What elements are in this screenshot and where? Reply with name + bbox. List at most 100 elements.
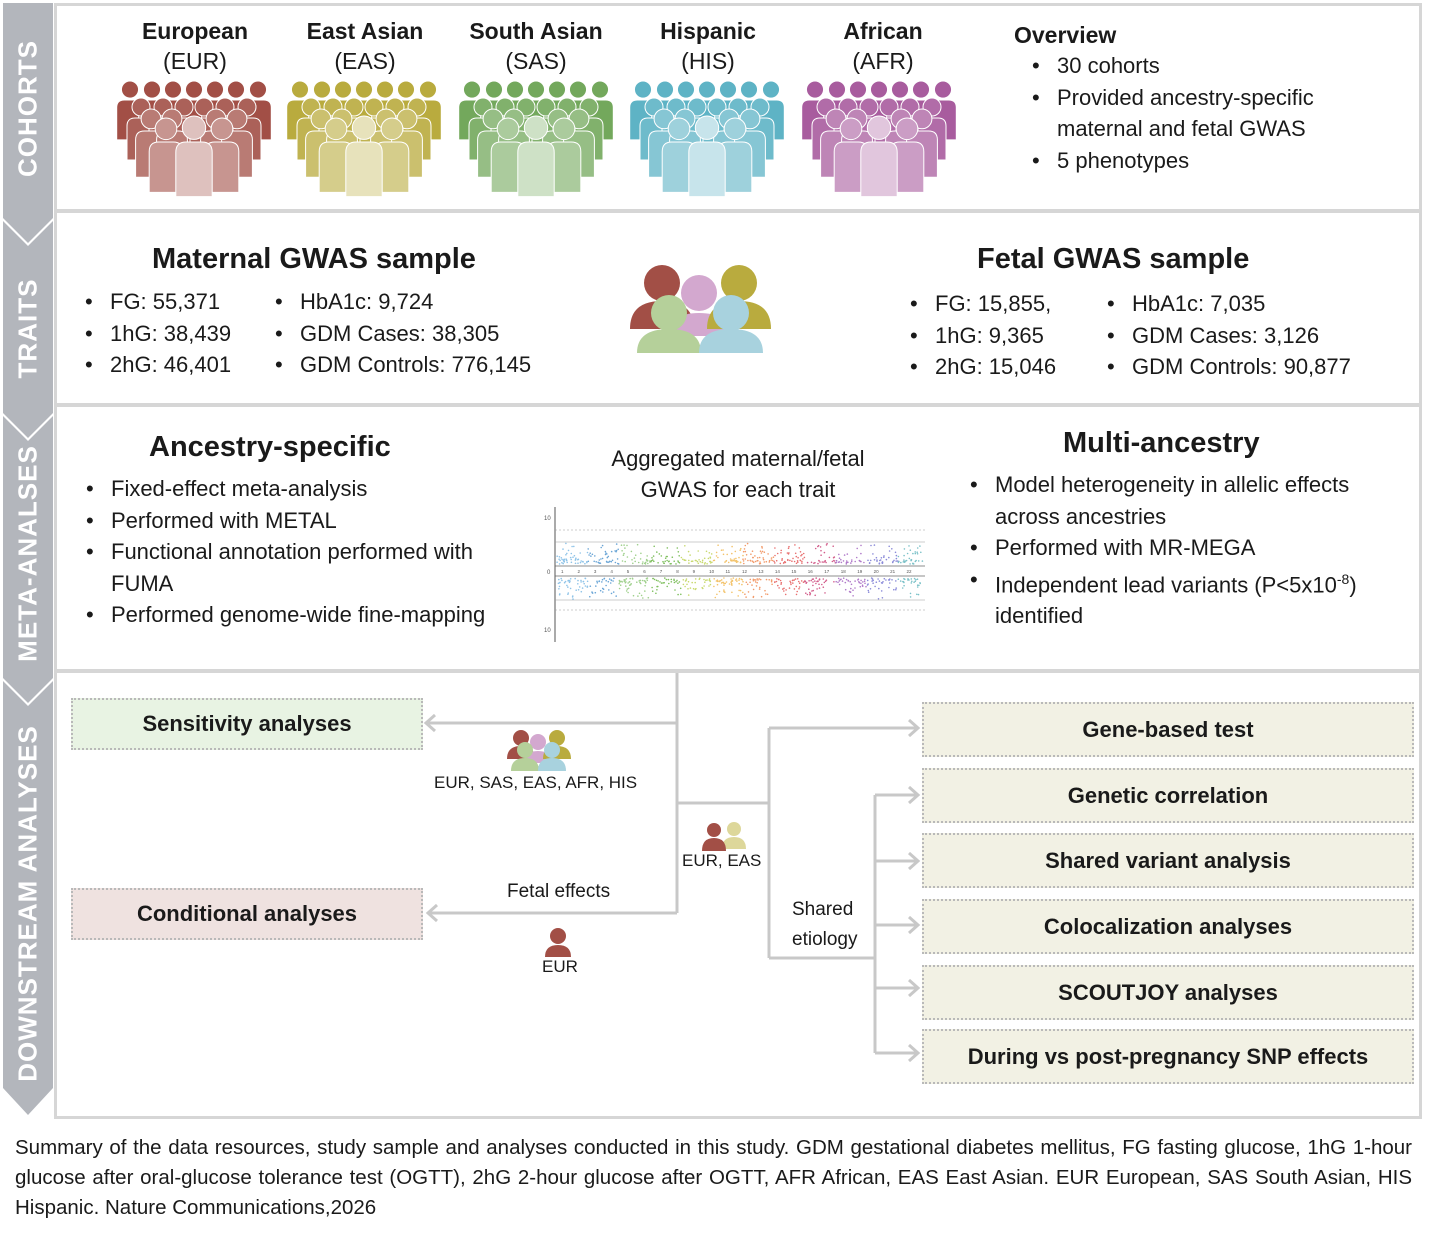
chromosome-label: 9	[693, 569, 696, 574]
person-icon	[204, 117, 240, 193]
label-fetal-effects: Fetal effects	[507, 881, 611, 902]
label-shared-etiology: Shared etiology	[792, 895, 858, 955]
person-icon	[318, 117, 354, 193]
multi-ancestry-title: Multi-ancestry	[1063, 427, 1260, 459]
traits-panel: Maternal GWAS sample FG: 55,371 1hG: 38,…	[54, 210, 1422, 406]
label-all-ancestries: EUR, SAS, EAS, AFR, HIS	[434, 773, 638, 792]
maternal-stat: 2hG: 46,401	[85, 349, 231, 381]
chromosome-label: 4	[610, 569, 613, 574]
sidebar-chevron-traits	[3, 221, 53, 438]
cohort-name: East Asian	[306, 18, 424, 44]
overview-item: Provided ancestry-specific maternal and …	[1032, 82, 1357, 145]
cohort-name: South Asian	[469, 18, 603, 44]
cohort-code: (AFR)	[852, 48, 914, 74]
person-icon	[490, 117, 526, 193]
overview-item: 30 cohorts	[1032, 50, 1414, 82]
chromosome-label: 11	[726, 569, 731, 574]
chromosome-label: 17	[824, 569, 830, 574]
sensitivity-analyses-box: Sensitivity analyses	[71, 698, 423, 750]
chromosome-label: 8	[676, 569, 679, 574]
chromosome-label: 10	[709, 569, 715, 574]
maternal-stat: FG: 55,371	[85, 286, 231, 318]
ancestry-item: Fixed-effect meta-analysis	[86, 473, 526, 505]
chromosome-label: 15	[791, 569, 797, 574]
chromosome-label: 5	[627, 569, 630, 574]
person-icon	[860, 115, 898, 198]
ancestry-item: Performed with METAL	[86, 505, 526, 537]
mixed-people-icon	[630, 265, 771, 353]
crowd-icon	[801, 80, 957, 198]
chromosome-label: 13	[759, 569, 765, 574]
cohort-code: (EAS)	[334, 48, 396, 74]
overview-block: Overview 30 cohorts Provided ancestry-sp…	[1014, 20, 1414, 176]
cohort-european: European (EUR)	[120, 16, 270, 76]
flow-connectors	[423, 673, 921, 1063]
crowd-icon	[629, 80, 785, 198]
sidebar-label-downstream: DOWNSTREAM ANALYSES	[12, 725, 43, 1082]
fetal-stat: HbA1c: 7,035	[1107, 288, 1351, 320]
mixed-group-icon	[507, 730, 571, 771]
maternal-stat: HbA1c: 9,724	[275, 286, 531, 318]
chromosome-label: 7	[660, 569, 663, 574]
sidebar-label-meta-analyses: META-ANALSES	[12, 445, 43, 662]
ancestry-specific-list: Fixed-effect meta-analysis Performed wit…	[86, 473, 526, 631]
cohort-groups: European (EUR) East Asian (EAS) South As…	[57, 6, 1419, 209]
fetal-col1: FG: 15,855, 1hG: 9,365 2hG: 15,046	[910, 288, 1056, 383]
multi-item-text: Independent lead variants (P<5x10	[995, 571, 1337, 597]
chromosome-label: 16	[808, 569, 814, 574]
scoutjoy-analyses-box: SCOUTJOY analyses	[922, 965, 1414, 1020]
chromosome-label: 20	[874, 569, 880, 574]
overview-list: 30 cohorts Provided ancestry-specific ma…	[1032, 50, 1414, 176]
axis-tick-top: 10	[544, 516, 551, 522]
multi-ancestry-list: Model heterogeneity in allelic effects a…	[970, 469, 1410, 632]
person-icon	[175, 115, 213, 198]
cohort-code: (SAS)	[505, 48, 567, 74]
person-icon	[661, 117, 697, 193]
overview-item: 5 phenotypes	[1032, 145, 1414, 177]
maternal-stat: GDM Cases: 38,305	[275, 318, 531, 350]
person-icon	[517, 115, 555, 198]
axis-tick-mid: 0	[547, 570, 551, 576]
crowd-icon	[116, 80, 272, 198]
cohort-name: European	[141, 18, 249, 44]
chromosome-label: 21	[890, 569, 896, 574]
eur-icon	[545, 928, 571, 957]
fetal-stat: GDM Cases: 3,126	[1107, 320, 1351, 352]
ancestry-specific-title: Ancestry-specific	[149, 431, 391, 463]
cohorts-panel: European (EUR) East Asian (EAS) South As…	[54, 3, 1422, 212]
maternal-title: Maternal GWAS sample	[152, 243, 476, 275]
fetal-col2: HbA1c: 7,035 GDM Cases: 3,126 GDM Contro…	[1107, 288, 1351, 383]
chromosome-label: 22	[907, 569, 913, 574]
multi-item-text: identified	[995, 603, 1084, 629]
axis-tick-bottom: 10	[544, 628, 551, 634]
maternal-col2: HbA1c: 9,724 GDM Cases: 38,305 GDM Contr…	[275, 286, 531, 381]
maternal-col1: FG: 55,371 1hG: 38,439 2hG: 46,401	[85, 286, 231, 381]
multi-item: Performed with MR-MEGA	[970, 532, 1410, 564]
cohort-code: (EUR)	[163, 48, 227, 74]
cohort-african: African (AFR)	[808, 16, 958, 76]
ancestry-item: Functional annotation performed with FUM…	[86, 536, 526, 599]
cohort-hispanic: Hispanic (HIS)	[633, 16, 783, 76]
fetal-stat: FG: 15,855,	[910, 288, 1056, 320]
chromosome-label: 2	[578, 569, 581, 574]
eur-eas-icon	[702, 822, 746, 851]
exponent: -8	[1336, 570, 1350, 587]
chromosome-label: 19	[857, 569, 863, 574]
sidebar-label-traits: TRAITS	[12, 278, 43, 379]
shared-variant-analysis-box: Shared variant analysis	[922, 833, 1414, 888]
aggregated-gwas-title: Aggregated maternal/fetal GWAS for each …	[611, 446, 865, 502]
crowd-icon	[458, 80, 614, 198]
fetal-stat: 2hG: 15,046	[910, 351, 1056, 383]
fetal-stat: 1hG: 9,365	[910, 320, 1056, 352]
sidebar-chevron-cohorts	[3, 3, 53, 243]
person-icon	[345, 115, 383, 198]
crowd-icon	[286, 80, 442, 198]
meta-panel: Ancestry-specific Fixed-effect meta-anal…	[54, 404, 1422, 672]
person-icon	[688, 115, 726, 198]
maternal-stat: GDM Controls: 776,145	[275, 349, 531, 381]
label-shared: Shared	[792, 899, 854, 920]
cohort-code: (HIS)	[681, 48, 735, 74]
cohort-name: Hispanic	[660, 18, 756, 44]
fetal-title: Fetal GWAS sample	[977, 243, 1250, 275]
